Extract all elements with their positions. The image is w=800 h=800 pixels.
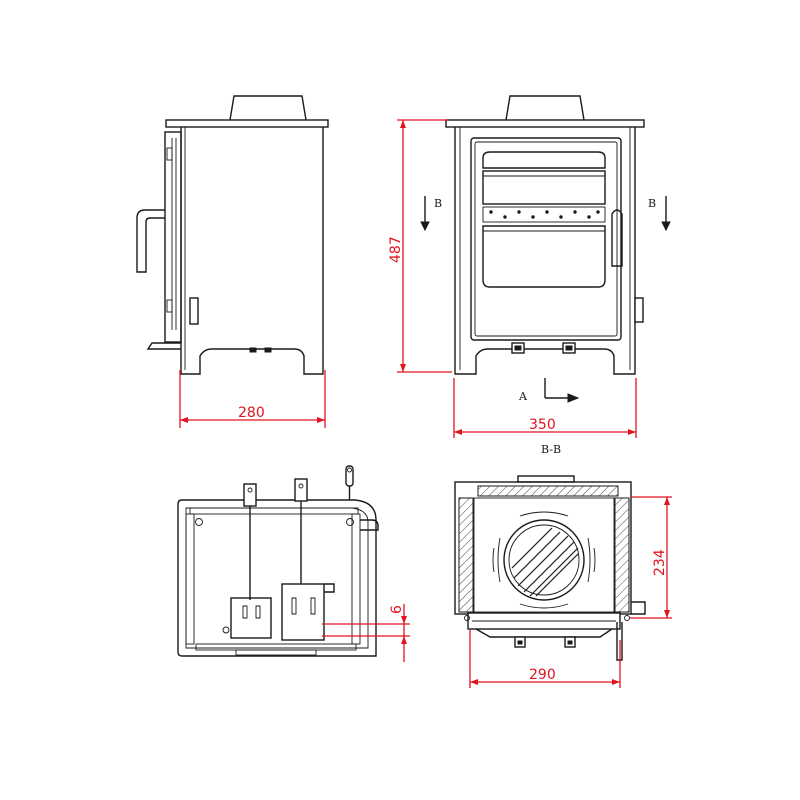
section-outer-body [454, 481, 632, 615]
front-body [454, 127, 636, 375]
side-door-hinge-bottom [166, 299, 173, 313]
section-right-brick [614, 497, 630, 613]
side-body [180, 127, 324, 375]
side-flue-collar [229, 95, 307, 121]
plan-damper-plate-right [281, 583, 335, 641]
plan-inner-body [185, 507, 369, 649]
section-firebox [473, 497, 615, 613]
plan-damper-plate-left [230, 597, 272, 639]
svg-text:B: B [648, 197, 656, 210]
plan-outer-body [177, 499, 377, 657]
front-top-plate [445, 119, 645, 128]
section-top-flange [517, 475, 575, 483]
dim-section-width-label: 290 [529, 667, 556, 683]
svg-text:B: B [434, 197, 442, 210]
plan-front-lip [235, 649, 317, 656]
dim-side-depth: 280 [179, 370, 326, 428]
plan-control-rod-left [243, 483, 257, 600]
plan-fixing-2 [346, 518, 354, 526]
plan-top-rail [189, 507, 359, 515]
dim-side-depth-label: 280 [238, 405, 265, 421]
side-door-frame [164, 131, 182, 343]
section-riddler [631, 601, 646, 615]
dim-front-height: 487 [388, 119, 452, 373]
dim-section-depth: 234 [630, 496, 672, 619]
svg-text:A: A [518, 390, 528, 403]
front-flue-collar [505, 95, 585, 121]
plan-right-bracket [360, 519, 379, 531]
section-front-lip [475, 628, 613, 638]
side-top-plate [165, 119, 329, 128]
front-door-handle [611, 209, 623, 267]
section-bb-view: B-B [454, 443, 646, 661]
front-door-outer [470, 137, 622, 341]
side-bolt-2 [264, 347, 272, 353]
plan-left-wall [185, 513, 195, 645]
side-riddler-lever [146, 342, 181, 350]
view-arrow-a: A [518, 378, 580, 403]
section-bb-title: B-B [541, 443, 561, 456]
section-corner-bolt-right [624, 615, 630, 621]
plan-fixing-1 [195, 518, 203, 526]
front-view [445, 95, 645, 375]
plan-view [177, 465, 379, 657]
side-view [136, 95, 329, 375]
dim-section-depth-label: 234 [652, 549, 668, 576]
section-marker-right: B [648, 196, 671, 232]
side-latch-block [189, 297, 199, 325]
section-bolts [514, 636, 576, 648]
front-door-inner [474, 141, 618, 337]
side-door-hinge-top [166, 147, 173, 161]
plan-fixing-3 [222, 626, 230, 634]
side-bolt-1 [249, 347, 257, 353]
front-riddler-bracket [634, 297, 644, 323]
section-left-brick [458, 497, 474, 613]
front-airwash-slot [482, 170, 606, 205]
dim-plan-offset-label: 6 [389, 605, 405, 614]
section-corner-bolt-left [464, 615, 470, 621]
dim-section-width: 290 [469, 630, 621, 688]
dim-front-width: 350 [453, 378, 637, 438]
dim-plan-offset: 6 [322, 604, 410, 662]
dim-front-height-label: 487 [388, 236, 404, 263]
front-vent-holes [489, 210, 600, 219]
section-baffle-hatch [477, 485, 619, 497]
front-glass-window [482, 225, 606, 288]
front-vent-bar [482, 206, 606, 223]
plan-front-bar [195, 643, 357, 651]
front-glass-top [482, 151, 606, 169]
section-grate [492, 511, 596, 609]
dim-front-width-label: 350 [529, 417, 556, 433]
front-feet-bolts [511, 342, 576, 354]
section-marker-left: B [420, 196, 442, 232]
plan-flue-ring [345, 465, 354, 500]
side-door-handle [136, 209, 165, 273]
plan-control-rod-right [294, 478, 308, 584]
